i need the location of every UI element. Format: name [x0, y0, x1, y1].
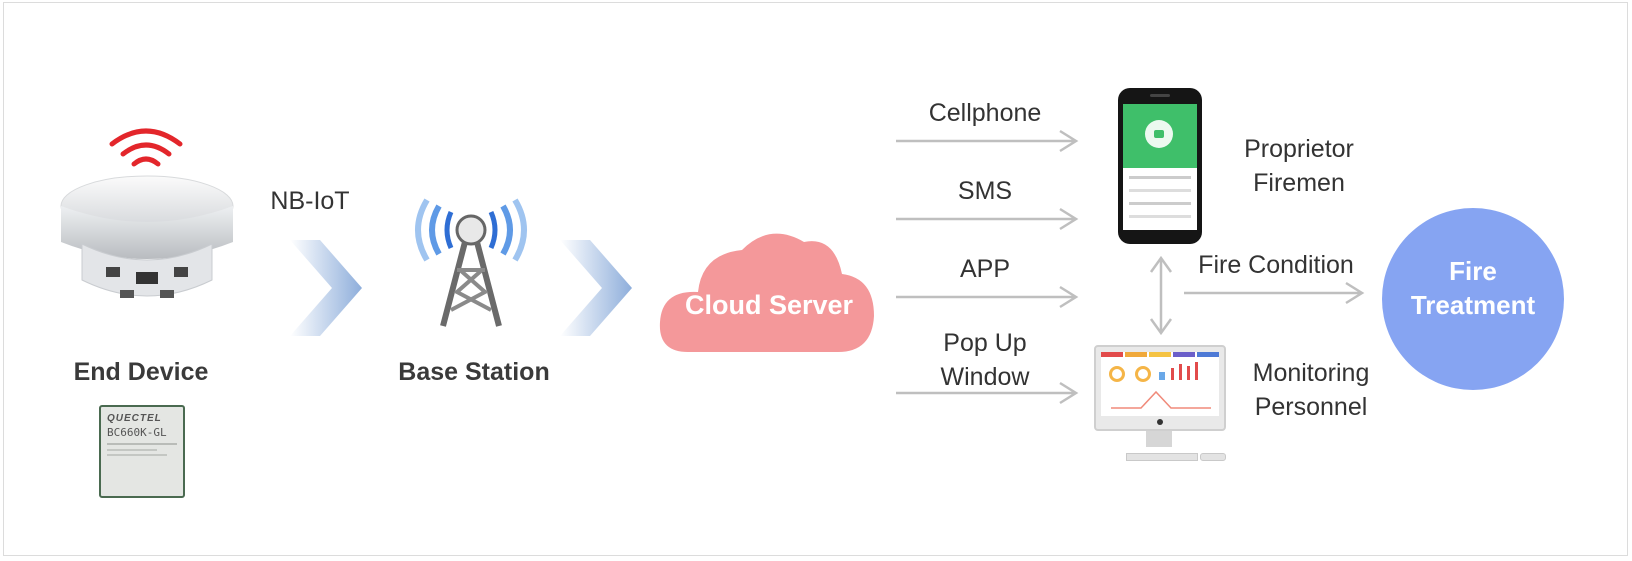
arrow-app [896, 285, 1079, 309]
firemen-label: Firemen [1253, 169, 1345, 197]
monitoring-label: Monitoring [1252, 359, 1370, 387]
end-device-label: End Device [73, 358, 209, 386]
module-brand-text: QUECTEL [107, 413, 162, 424]
base-station-label: Base Station [398, 358, 550, 386]
cloud-server-label: Cloud Server [684, 290, 854, 320]
smartphone-icon [1118, 88, 1202, 244]
proprietor-label: Proprietor [1244, 135, 1354, 163]
diagram-frame [3, 2, 1628, 556]
phone-screen [1123, 104, 1197, 230]
smoke-detector-icon [60, 175, 234, 298]
arrow-phone-monitor [1149, 255, 1173, 336]
base-station-tower-icon [415, 198, 527, 327]
arrow-popup [896, 381, 1079, 405]
chevron-arrow-icon [290, 240, 362, 336]
channel-popup-label-line2: Window [940, 363, 1030, 391]
channel-popup-label-line1: Pop Up [943, 329, 1027, 357]
arrow-fire-condition [1184, 281, 1365, 305]
personnel-label: Personnel [1254, 393, 1368, 421]
monitor-screen [1101, 352, 1219, 416]
channel-cellphone-label: Cellphone [928, 99, 1042, 127]
fire-treatment-circle: Fire Treatment [1382, 208, 1564, 390]
desktop-monitor-icon [1094, 345, 1226, 463]
cloud-server-icon [659, 233, 874, 352]
fire-treatment-label-line2: Treatment [1410, 290, 1536, 320]
nb-iot-label: NB-IoT [270, 187, 350, 215]
fire-condition-label: Fire Condition [1198, 251, 1354, 279]
channel-sms-label: SMS [957, 177, 1013, 205]
fire-treatment-label-line1: Fire [1449, 256, 1497, 286]
arrow-cellphone [896, 129, 1079, 153]
quectel-module-chip: QUECTEL BC660K-GL [99, 405, 185, 498]
module-model-text: BC660K-GL [107, 426, 167, 439]
channel-app-label: APP [959, 255, 1011, 283]
arrow-sms [896, 207, 1079, 231]
wifi-signal-icon [109, 128, 183, 167]
chevron-arrow-icon [560, 240, 632, 336]
